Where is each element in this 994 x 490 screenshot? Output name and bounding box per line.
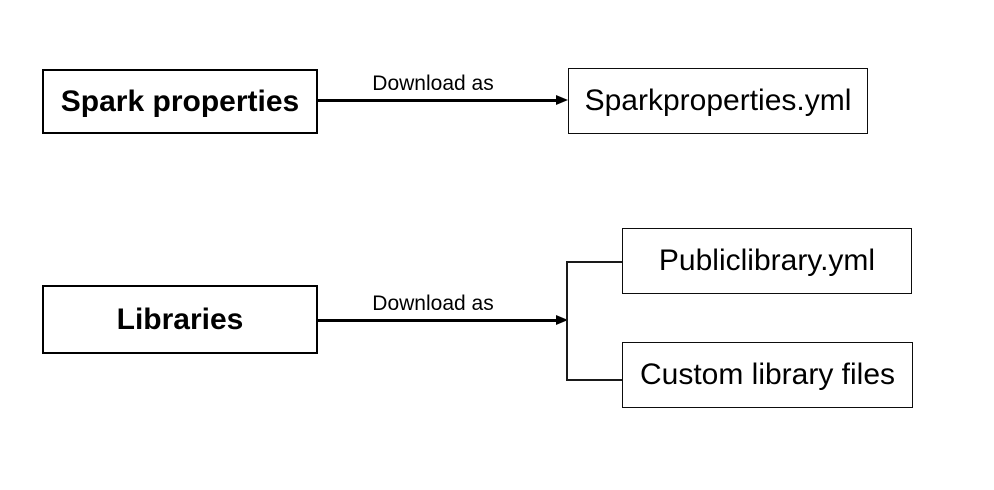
arrow-head-icon xyxy=(556,315,568,325)
node-publiclibrary-yml: Publiclibrary.yml xyxy=(622,228,912,294)
arrow-line-spark-download xyxy=(318,99,558,102)
node-libraries-label: Libraries xyxy=(116,302,244,336)
node-sparkproperties-yml-label: Sparkproperties.yml xyxy=(584,84,852,117)
node-custom-library-files: Custom library files xyxy=(622,342,913,408)
node-custom-library-files-label: Custom library files xyxy=(639,358,896,391)
node-sparkproperties-yml: Sparkproperties.yml xyxy=(568,68,868,134)
branch-connector-bottom xyxy=(566,379,622,381)
node-publiclibrary-yml-label: Publiclibrary.yml xyxy=(658,244,876,277)
arrow-head-icon xyxy=(556,95,568,105)
node-libraries: Libraries xyxy=(42,285,318,354)
branch-connector-vertical xyxy=(566,261,568,381)
edge-label-download-as-top: Download as xyxy=(372,72,494,95)
node-spark-properties: Spark properties xyxy=(42,69,318,134)
edge-label-download-as-bottom: Download as xyxy=(372,292,494,315)
arrow-line-libraries-download xyxy=(318,319,558,322)
branch-connector-top xyxy=(566,261,622,263)
node-spark-properties-label: Spark properties xyxy=(60,84,300,118)
